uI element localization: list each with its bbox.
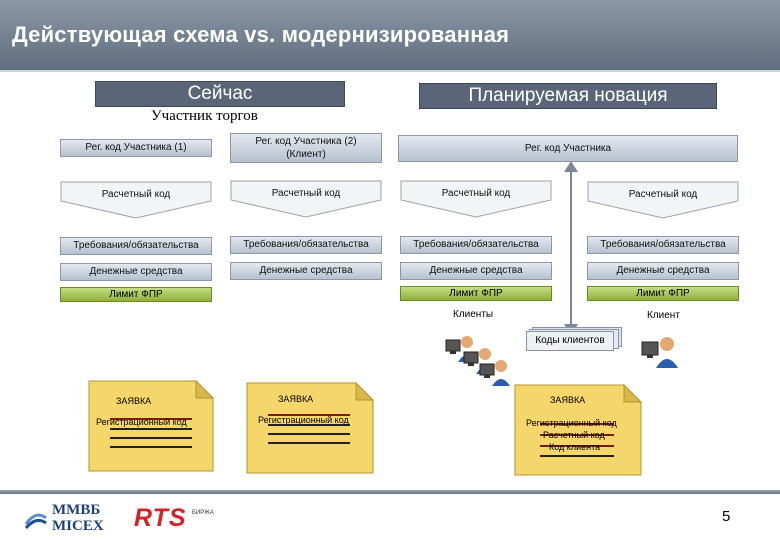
reg-code-participant-2-line1: Рег. код Участника (2)	[255, 136, 357, 147]
header-planned: Планируемая новация	[419, 83, 717, 109]
order-doc-1-title: ЗАЯВКА	[116, 396, 152, 406]
settlement-code-2-label: Расчетный код	[271, 188, 341, 199]
clients-group-icon	[445, 336, 510, 386]
clients-label: Клиенты	[453, 309, 494, 320]
reg-code-participant-1: Рег. код Участника (1)	[60, 139, 212, 157]
rts-logo-text: RTS	[134, 504, 187, 532]
fpr-limit-3: Лимит ФПР	[587, 286, 739, 301]
client-icon	[641, 337, 678, 368]
money-3: Денежные средства	[400, 262, 552, 280]
money-1: Денежные средства	[60, 263, 212, 281]
trader-caption: Участник торгов	[151, 108, 258, 124]
order-doc-3: ЗАЯВКА Регистрационный код Расчетный код…	[514, 384, 642, 476]
money-2: Денежные средства	[230, 262, 382, 280]
settlement-code-1-shape	[60, 181, 212, 219]
obligations-4: Требования/обязательства	[587, 236, 739, 254]
reg-code-participant-new: Рег. код Участника	[398, 135, 738, 162]
settlement-code-3-label: Расчетный код	[441, 188, 511, 199]
order-doc-2: ЗАЯВКА Регистрационный код	[246, 382, 374, 474]
client-codes-label: Коды клиентов	[526, 331, 614, 351]
order-doc-1-reg-code: Регистрационный код	[96, 417, 187, 427]
order-doc-1-shape	[88, 380, 214, 472]
obligations-1: Требования/обязательства	[60, 237, 212, 255]
settlement-code-1: Расчетный код	[60, 181, 212, 219]
settlement-code-4: Расчетный код	[587, 181, 739, 219]
client-codes-stack: Коды клиентов	[526, 327, 622, 351]
order-doc-3-client-code: Код клиента	[549, 442, 601, 452]
fpr-limit-2: Лимит ФПР	[400, 286, 552, 301]
fpr-limit-1: Лимит ФПР	[60, 287, 212, 302]
reg-code-participant-2-line2: (Клиент)	[286, 149, 326, 160]
order-doc-3-reg-code: Регистрационный код	[526, 418, 617, 428]
double-arrow-icon	[564, 161, 578, 335]
page-number: 5	[722, 508, 731, 525]
rts-logo: RTS БИРЖА	[134, 504, 230, 536]
mmvb-logo-text-2: MICEX	[52, 518, 104, 534]
rts-logo-subtext: БИРЖА	[192, 510, 214, 516]
settlement-code-1-label: Расчетный код	[101, 189, 171, 200]
settlement-code-4-shape	[587, 181, 739, 219]
order-doc-3-settlement-code: Расчетный код	[543, 430, 605, 440]
obligations-2: Требования/обязательства	[230, 236, 382, 254]
title-separator	[0, 70, 780, 72]
mmvb-logo-mark-icon	[24, 513, 47, 529]
page-title: Действующая схема vs. модернизированная	[12, 22, 510, 47]
settlement-code-4-label: Расчетный код	[628, 189, 698, 200]
header-now: Сейчас	[95, 81, 345, 107]
reg-code-participant-2: Рег. код Участника (2) (Клиент)	[230, 133, 382, 163]
money-4: Денежные средства	[587, 262, 739, 280]
order-doc-2-reg-code: Регистрационный код	[258, 415, 349, 425]
title-bar: Действующая схема vs. модернизированная	[0, 0, 780, 72]
order-doc-2-title: ЗАЯВКА	[278, 394, 314, 404]
order-doc-3-shape	[514, 384, 642, 476]
settlement-code-3: Расчетный код	[400, 180, 552, 218]
footer-divider	[0, 490, 780, 494]
obligations-3: Требования/обязательства	[400, 236, 552, 254]
settlement-code-2: Расчетный код	[230, 180, 382, 218]
mmvb-logo-text-1: ММВБ	[52, 502, 101, 518]
order-doc-1: ЗАЯВКА Регистрационный код	[88, 380, 214, 472]
mmvb-logo: ММВБ MICEX	[24, 502, 116, 536]
settlement-code-2-shape	[230, 180, 382, 218]
order-doc-3-title: ЗАЯВКА	[550, 395, 586, 405]
settlement-code-3-shape	[400, 180, 552, 218]
order-doc-2-shape	[246, 382, 374, 474]
client-label: Клиент	[647, 310, 680, 321]
